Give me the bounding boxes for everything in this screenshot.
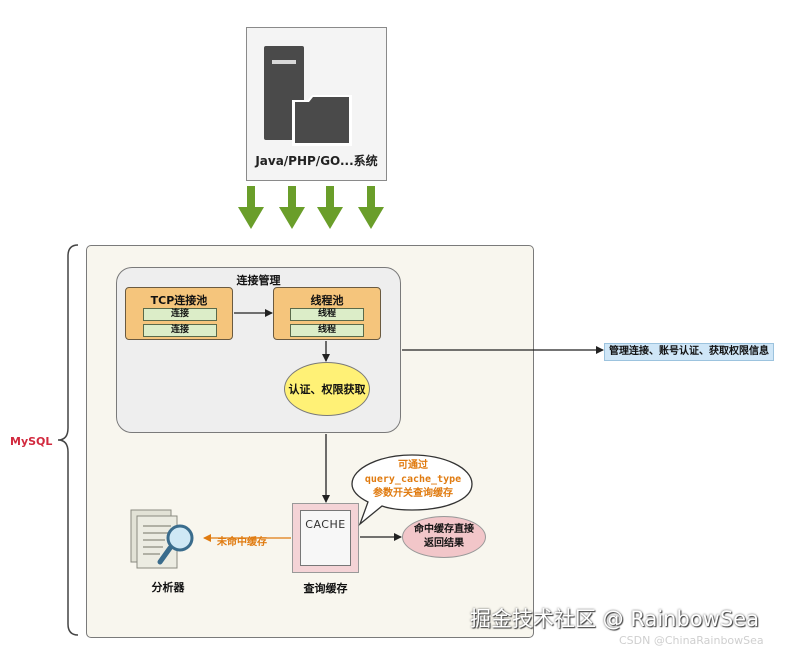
down-arrow-icon [358,186,384,229]
cache-hit-line: 命中缓存直接 [414,524,474,535]
cache-note-line: 参数开关查询缓存 [373,488,453,499]
down-arrow-icon [238,186,264,229]
connection-slot: 连接 [143,308,217,321]
thread-pool-title: 线程池 [310,294,344,307]
analyzer-label: 分析器 [151,581,185,594]
mysql-label: MySQL [10,435,53,448]
cache-note-line: query_cache_type [364,474,462,485]
cache-text: CACHE [305,518,346,531]
cache-icon: CACHE [300,510,351,566]
watermark-text: 掘金技术社区 @ RainbowSea [470,607,759,631]
cache-hit-node: 命中缓存直接 返回结果 [402,516,486,558]
cache-hit-line: 返回结果 [424,538,464,549]
auth-label: 认证、权限获取 [288,383,366,396]
cache-miss-label: 未命中缓存 [217,537,267,548]
tcp-pool-title: TCP连接池 [150,294,208,307]
auth-permission-node: 认证、权限获取 [284,362,370,416]
down-arrow-icon [317,186,343,229]
connection-slot: 连接 [143,324,217,337]
thread-slot: 线程 [290,324,364,337]
query-cache-label: 查询缓存 [303,582,348,595]
system-label: Java/PHP/GO...系统 [255,154,378,168]
cache-note-line: 可通过 [398,460,428,471]
cache-note-text: 可通过 query_cache_type 参数开关查询缓存 [354,459,472,501]
connection-management-title: 连接管理 [236,274,281,287]
csdn-watermark: CSDN @ChinaRainbowSea [619,634,764,647]
thread-pool: 线程池 线程 线程 [273,287,381,340]
connection-description-label: 管理连接、账号认证、获取权限信息 [604,343,774,361]
down-arrow-icon [279,186,305,229]
tcp-connection-pool: TCP连接池 连接 连接 [125,287,233,340]
thread-slot: 线程 [290,308,364,321]
